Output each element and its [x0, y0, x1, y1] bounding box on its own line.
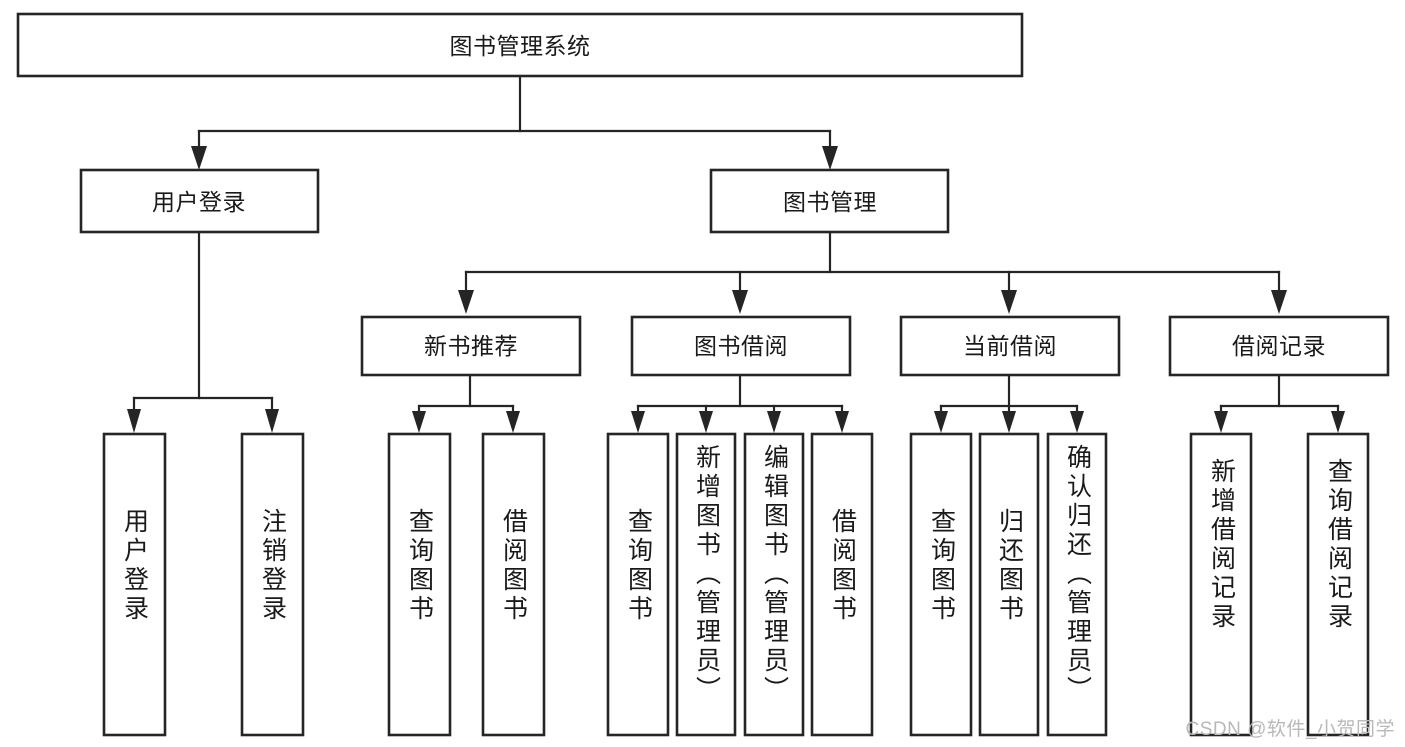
arrow-to-leaf-query-record [1331, 411, 1345, 433]
node-current-borrow-label: 当前借阅 [963, 333, 1057, 359]
arrow-to-leaf-user-logout [265, 409, 279, 433]
arrow-to-leaf-add-book [699, 411, 713, 433]
leaf-label-query-book-1: 查询图书 [405, 508, 434, 624]
leaf-boxes [102, 432, 1370, 737]
leaf-box-query-book-2[interactable] [606, 432, 670, 737]
watermark-text: CSDN @软件_小贺同学 [1185, 719, 1395, 740]
arrow-to-leaf-return-book [1002, 411, 1016, 433]
leaf-box-query-book-3[interactable] [909, 432, 973, 737]
arrow-to-leaf-add-record [1214, 411, 1228, 433]
arrow-to-leaf-query-book-3 [934, 411, 948, 433]
node-current-borrow[interactable]: 当前借阅 [899, 315, 1121, 377]
leaf-label-borrow-book-1: 借阅图书 [499, 508, 528, 624]
leaf-box-add-book[interactable] [675, 432, 737, 737]
connector-group-book-manage [458, 230, 1287, 314]
arrow-to-current-borrow [1001, 290, 1017, 314]
leaf-label-user-login: 用户登录 [120, 508, 149, 624]
node-book-borrow[interactable]: 图书借阅 [630, 315, 852, 377]
node-root[interactable]: 图书管理系统 [16, 12, 1024, 78]
node-borrow-record-box[interactable] [1168, 315, 1390, 377]
node-user-login-label: 用户登录 [152, 189, 246, 215]
leaf-box-confirm-return[interactable] [1046, 432, 1108, 737]
node-root-box[interactable] [16, 12, 1024, 78]
node-current-borrow-box[interactable] [899, 315, 1121, 377]
arrow-to-borrow-record [1271, 290, 1287, 314]
leaf-label-query-book-3: 查询图书 [927, 508, 956, 624]
arrow-to-leaf-borrow-book-2 [835, 411, 849, 433]
node-book-borrow-box[interactable] [630, 315, 852, 377]
node-user-login[interactable]: 用户登录 [79, 168, 320, 234]
node-user-login-box[interactable] [79, 168, 320, 234]
arrow-to-book-borrow [732, 290, 748, 314]
node-new-book-rec-box[interactable] [360, 315, 582, 377]
leaf-label-confirm-return: 确认归还（管理员） [1063, 444, 1092, 705]
connector-group-borrow-record [1214, 373, 1345, 433]
arrow-root-to-book-manage [822, 146, 838, 170]
node-book-manage-box[interactable] [709, 168, 950, 234]
leaf-box-user-login[interactable] [102, 432, 167, 737]
leaf-box-query-record[interactable] [1306, 432, 1370, 737]
arrow-to-leaf-query-book-2 [631, 411, 645, 433]
leaf-label-query-book-2: 查询图书 [624, 508, 653, 624]
arrow-to-leaf-edit-book [767, 411, 781, 433]
node-root-label: 图书管理系统 [450, 33, 591, 59]
arrow-to-leaf-user-login [127, 409, 141, 433]
connector-group-new-book-rec [412, 373, 520, 433]
leaf-box-query-book-1[interactable] [387, 432, 452, 737]
leaf-label-add-book: 新增图书（管理员） [692, 444, 721, 705]
connector-group-user-login [127, 230, 279, 433]
leaf-box-user-logout[interactable] [240, 432, 305, 737]
arrow-to-new-book-rec [458, 290, 474, 314]
leaf-label-user-logout: 注销登录 [258, 508, 287, 624]
leaf-label-borrow-book-2: 借阅图书 [828, 508, 857, 624]
arrow-to-leaf-confirm-return [1070, 411, 1084, 433]
connector-group-book-borrow [631, 373, 849, 433]
node-borrow-record[interactable]: 借阅记录 [1168, 315, 1390, 377]
leaf-box-borrow-book-2[interactable] [810, 432, 874, 737]
arrow-to-leaf-query-book-1 [412, 411, 426, 433]
arrow-to-leaf-borrow-book-1 [506, 411, 520, 433]
node-new-book-rec-label: 新书推荐 [424, 333, 518, 359]
connector-group-root [191, 74, 838, 170]
node-book-borrow-label: 图书借阅 [694, 333, 788, 359]
connector-group-current-borrow [934, 373, 1084, 433]
arrow-root-to-user-login [191, 146, 207, 170]
leaf-label-query-record: 查询借阅记录 [1324, 458, 1353, 632]
node-new-book-rec[interactable]: 新书推荐 [360, 315, 582, 377]
leaf-box-edit-book[interactable] [743, 432, 805, 737]
node-borrow-record-label: 借阅记录 [1232, 333, 1326, 359]
leaf-label-edit-book: 编辑图书（管理员） [760, 444, 789, 705]
leaf-box-borrow-book-1[interactable] [481, 432, 546, 737]
leaf-label-add-record: 新增借阅记录 [1207, 458, 1236, 632]
leaf-box-return-book[interactable] [978, 432, 1040, 737]
leaf-box-add-record[interactable] [1189, 432, 1253, 737]
node-book-manage[interactable]: 图书管理 [709, 168, 950, 234]
node-book-manage-label: 图书管理 [783, 189, 877, 215]
leaf-label-return-book: 归还图书 [995, 508, 1024, 624]
